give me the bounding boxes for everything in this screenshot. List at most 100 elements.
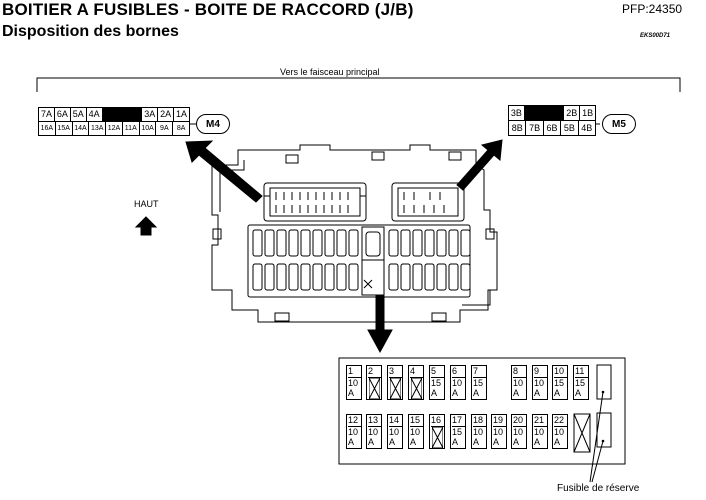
fuse-rating: 10	[513, 378, 524, 388]
up-arrow	[134, 216, 158, 236]
arrow-to-fuse-layout	[367, 294, 393, 354]
fuse-unused: 4	[408, 365, 424, 400]
fuse-number: 15	[410, 415, 423, 427]
fuse-unused: 3	[387, 365, 403, 400]
connector-terminal: 1B	[580, 106, 595, 120]
housing-slot	[436, 229, 447, 257]
connector-terminal: 13A	[89, 122, 106, 135]
connector-terminal: 3A	[142, 108, 158, 121]
housing-slot	[424, 229, 435, 257]
connector-m5-badge: M5	[602, 114, 636, 134]
spare-fuse-label: Fusible de réserve	[557, 483, 640, 494]
housing-slot	[264, 229, 275, 257]
fuse-number: 12	[348, 415, 361, 427]
housing-slot	[324, 263, 335, 291]
fuse-rating: 10	[513, 427, 524, 437]
fuse-number: 6	[452, 366, 465, 378]
fuse-number: 16	[431, 415, 444, 427]
fuse-rating: A	[534, 388, 541, 398]
spare-fuse-top	[596, 364, 612, 400]
housing-slot	[400, 229, 411, 257]
fuse-rating: A	[534, 437, 541, 447]
connector-terminal: 4A	[86, 108, 102, 121]
part-number: PFP:24350	[622, 2, 683, 16]
connector-m4-badge: M4	[196, 114, 230, 134]
housing-slot	[448, 263, 459, 291]
up-label: HAUT	[134, 199, 159, 209]
housing-slot	[288, 263, 299, 291]
fuse-rating: 10	[410, 427, 421, 437]
fuse-number: 14	[389, 415, 402, 427]
housing-slot	[436, 263, 447, 291]
connector-terminal: 7A	[39, 108, 54, 121]
connector-terminal: 14A	[72, 122, 89, 135]
empty-fuse-slot	[573, 413, 591, 453]
cross-icon	[390, 378, 401, 399]
fuse-number: 17	[452, 415, 465, 427]
housing-slot	[252, 263, 263, 291]
fuse-rating: 10	[348, 378, 359, 388]
housing-slot	[460, 229, 471, 257]
connector-terminal: 5B	[561, 121, 578, 135]
fuse-rating: 10	[473, 427, 484, 437]
fuse-layout-frame	[338, 357, 626, 465]
fuse-rating: 10	[554, 427, 565, 437]
housing-slot	[388, 229, 399, 257]
housing-outline	[211, 144, 498, 323]
fuse-rating: A	[348, 388, 355, 398]
housing-slot	[412, 229, 423, 257]
harness-label: Vers le faisceau principal	[278, 67, 382, 77]
page-title: BOITIER A FUSIBLES - BOITE DE RACCORD (J…	[2, 0, 414, 19]
fuse-number: 9	[534, 366, 547, 378]
fuse-rating: A	[431, 388, 438, 398]
fuse-number: 19	[493, 415, 506, 427]
fuse-number: 10	[554, 366, 567, 378]
connector-terminal: 10A	[139, 122, 156, 135]
housing-slot	[388, 263, 399, 291]
fuse-rating: 15	[452, 427, 463, 437]
connector-terminal: 11A	[122, 122, 139, 135]
housing-slot	[400, 263, 411, 291]
housing-slot	[324, 229, 335, 257]
fuse-number: 1	[348, 366, 361, 378]
housing-slot	[424, 263, 435, 291]
connector-terminal: 16A	[39, 122, 55, 135]
fuse-unused: 2	[366, 365, 382, 400]
m4-port	[263, 182, 367, 222]
fuse-rating: 15	[431, 378, 442, 388]
housing-slot	[336, 229, 347, 257]
fuse-number: 4	[410, 366, 423, 378]
connector-terminal: 3B	[509, 106, 524, 120]
fuse-rating: 15	[554, 378, 565, 388]
fuse-number: 13	[368, 415, 381, 427]
connector-terminal: 12A	[106, 122, 122, 135]
fuse-number: 2	[368, 366, 381, 378]
connector-blank-cavity	[524, 106, 564, 120]
housing-slot	[300, 229, 311, 257]
housing-slot	[252, 229, 263, 257]
connector-terminal: 5A	[70, 108, 86, 121]
connector-terminal: 7B	[526, 121, 543, 135]
fuse-number: 18	[473, 415, 486, 427]
fuse-number: 5	[431, 366, 444, 378]
connector-terminal: 8A	[173, 122, 189, 135]
cross-icon	[369, 378, 380, 399]
fuse-rating: A	[389, 437, 396, 447]
